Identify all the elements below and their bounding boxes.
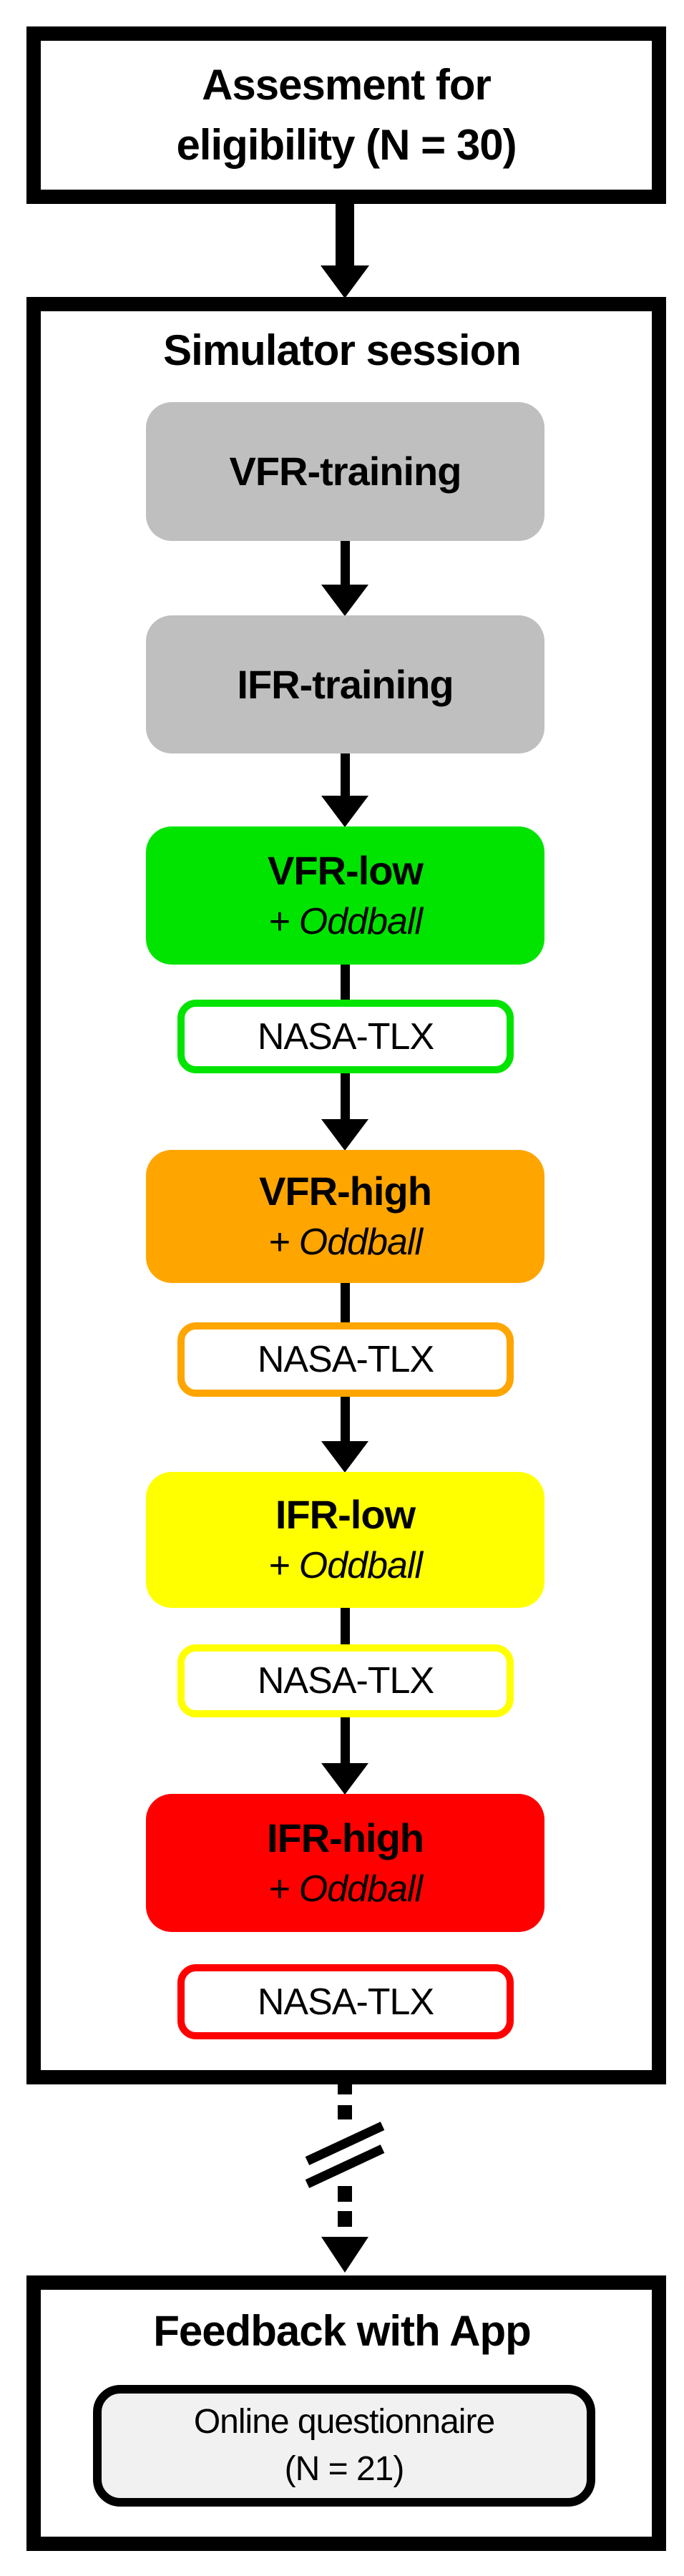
nasa-tlx-box-green: NASA-TLX [177, 1000, 514, 1073]
down-arrow-head [321, 1763, 368, 1795]
online-questionnaire-box: Online questionnaire (N = 21) [93, 2385, 595, 2507]
connector-line [341, 1608, 350, 1644]
ifr-low-oddball-label: + Oddball [268, 1545, 423, 1586]
vfr-low-label: VFR-low [268, 847, 424, 893]
connector-line [341, 1283, 350, 1322]
ifr-high-box: IFR-high + Oddball [146, 1794, 544, 1932]
down-arrow-stem [341, 753, 350, 796]
online-questionnaire-line2: (N = 21) [284, 2450, 405, 2488]
vfr-low-box: VFR-low + Oddball [146, 826, 544, 965]
nasa-tlx-label: NASA-TLX [257, 1981, 434, 2023]
down-arrow-head [321, 796, 368, 827]
online-questionnaire-line1: Online questionnaire [193, 2403, 495, 2441]
nasa-tlx-label: NASA-TLX [257, 1660, 434, 1702]
nasa-tlx-label: NASA-TLX [257, 1015, 434, 1058]
ifr-high-oddball-label: + Oddball [268, 1868, 423, 1910]
down-arrow-head [321, 1119, 368, 1151]
nasa-tlx-box-yellow: NASA-TLX [177, 1644, 514, 1717]
vfr-training-label: VFR-training [229, 449, 462, 494]
down-arrow-main-head [321, 265, 369, 298]
dashed-arrow-head [321, 2237, 368, 2273]
ifr-high-label: IFR-high [266, 1815, 424, 1860]
dashed-connector-dash [338, 2211, 352, 2227]
down-arrow-stem [341, 1397, 350, 1442]
ifr-training-box: IFR-training [146, 615, 544, 753]
time-break-icon [305, 2122, 385, 2165]
feedback-title: Feedback with App [153, 2307, 532, 2355]
down-arrow-stem [341, 1717, 350, 1764]
vfr-high-box: VFR-high + Oddball [146, 1150, 544, 1283]
down-arrow-stem [341, 1073, 350, 1120]
down-arrow-stem [341, 541, 350, 585]
eligibility-box: Assesment for eligibility (N = 30) [26, 26, 666, 204]
nasa-tlx-box-orange: NASA-TLX [177, 1322, 514, 1397]
nasa-tlx-label: NASA-TLX [257, 1339, 434, 1380]
ifr-training-label: IFR-training [237, 661, 454, 707]
down-arrow-head [321, 1441, 368, 1473]
dashed-connector-dash [338, 2084, 352, 2094]
eligibility-line1: Assesment for [202, 61, 492, 109]
eligibility-line2: eligibility (N = 30) [176, 121, 517, 169]
dashed-connector-dash [338, 2105, 352, 2119]
vfr-high-label: VFR-high [259, 1169, 432, 1214]
simulator-session-title: Simulator session [163, 326, 522, 374]
vfr-low-oddball-label: + Oddball [268, 900, 423, 942]
vfr-high-oddball-label: + Oddball [268, 1221, 423, 1263]
ifr-low-label: IFR-low [275, 1492, 416, 1537]
connector-line [341, 965, 350, 1000]
ifr-low-box: IFR-low + Oddball [146, 1472, 544, 1608]
down-arrow-head [321, 585, 368, 616]
dashed-connector-dash [338, 2186, 352, 2202]
down-arrow-main-stem [336, 204, 354, 267]
vfr-training-box: VFR-training [146, 402, 544, 541]
nasa-tlx-box-red: NASA-TLX [177, 1964, 514, 2039]
